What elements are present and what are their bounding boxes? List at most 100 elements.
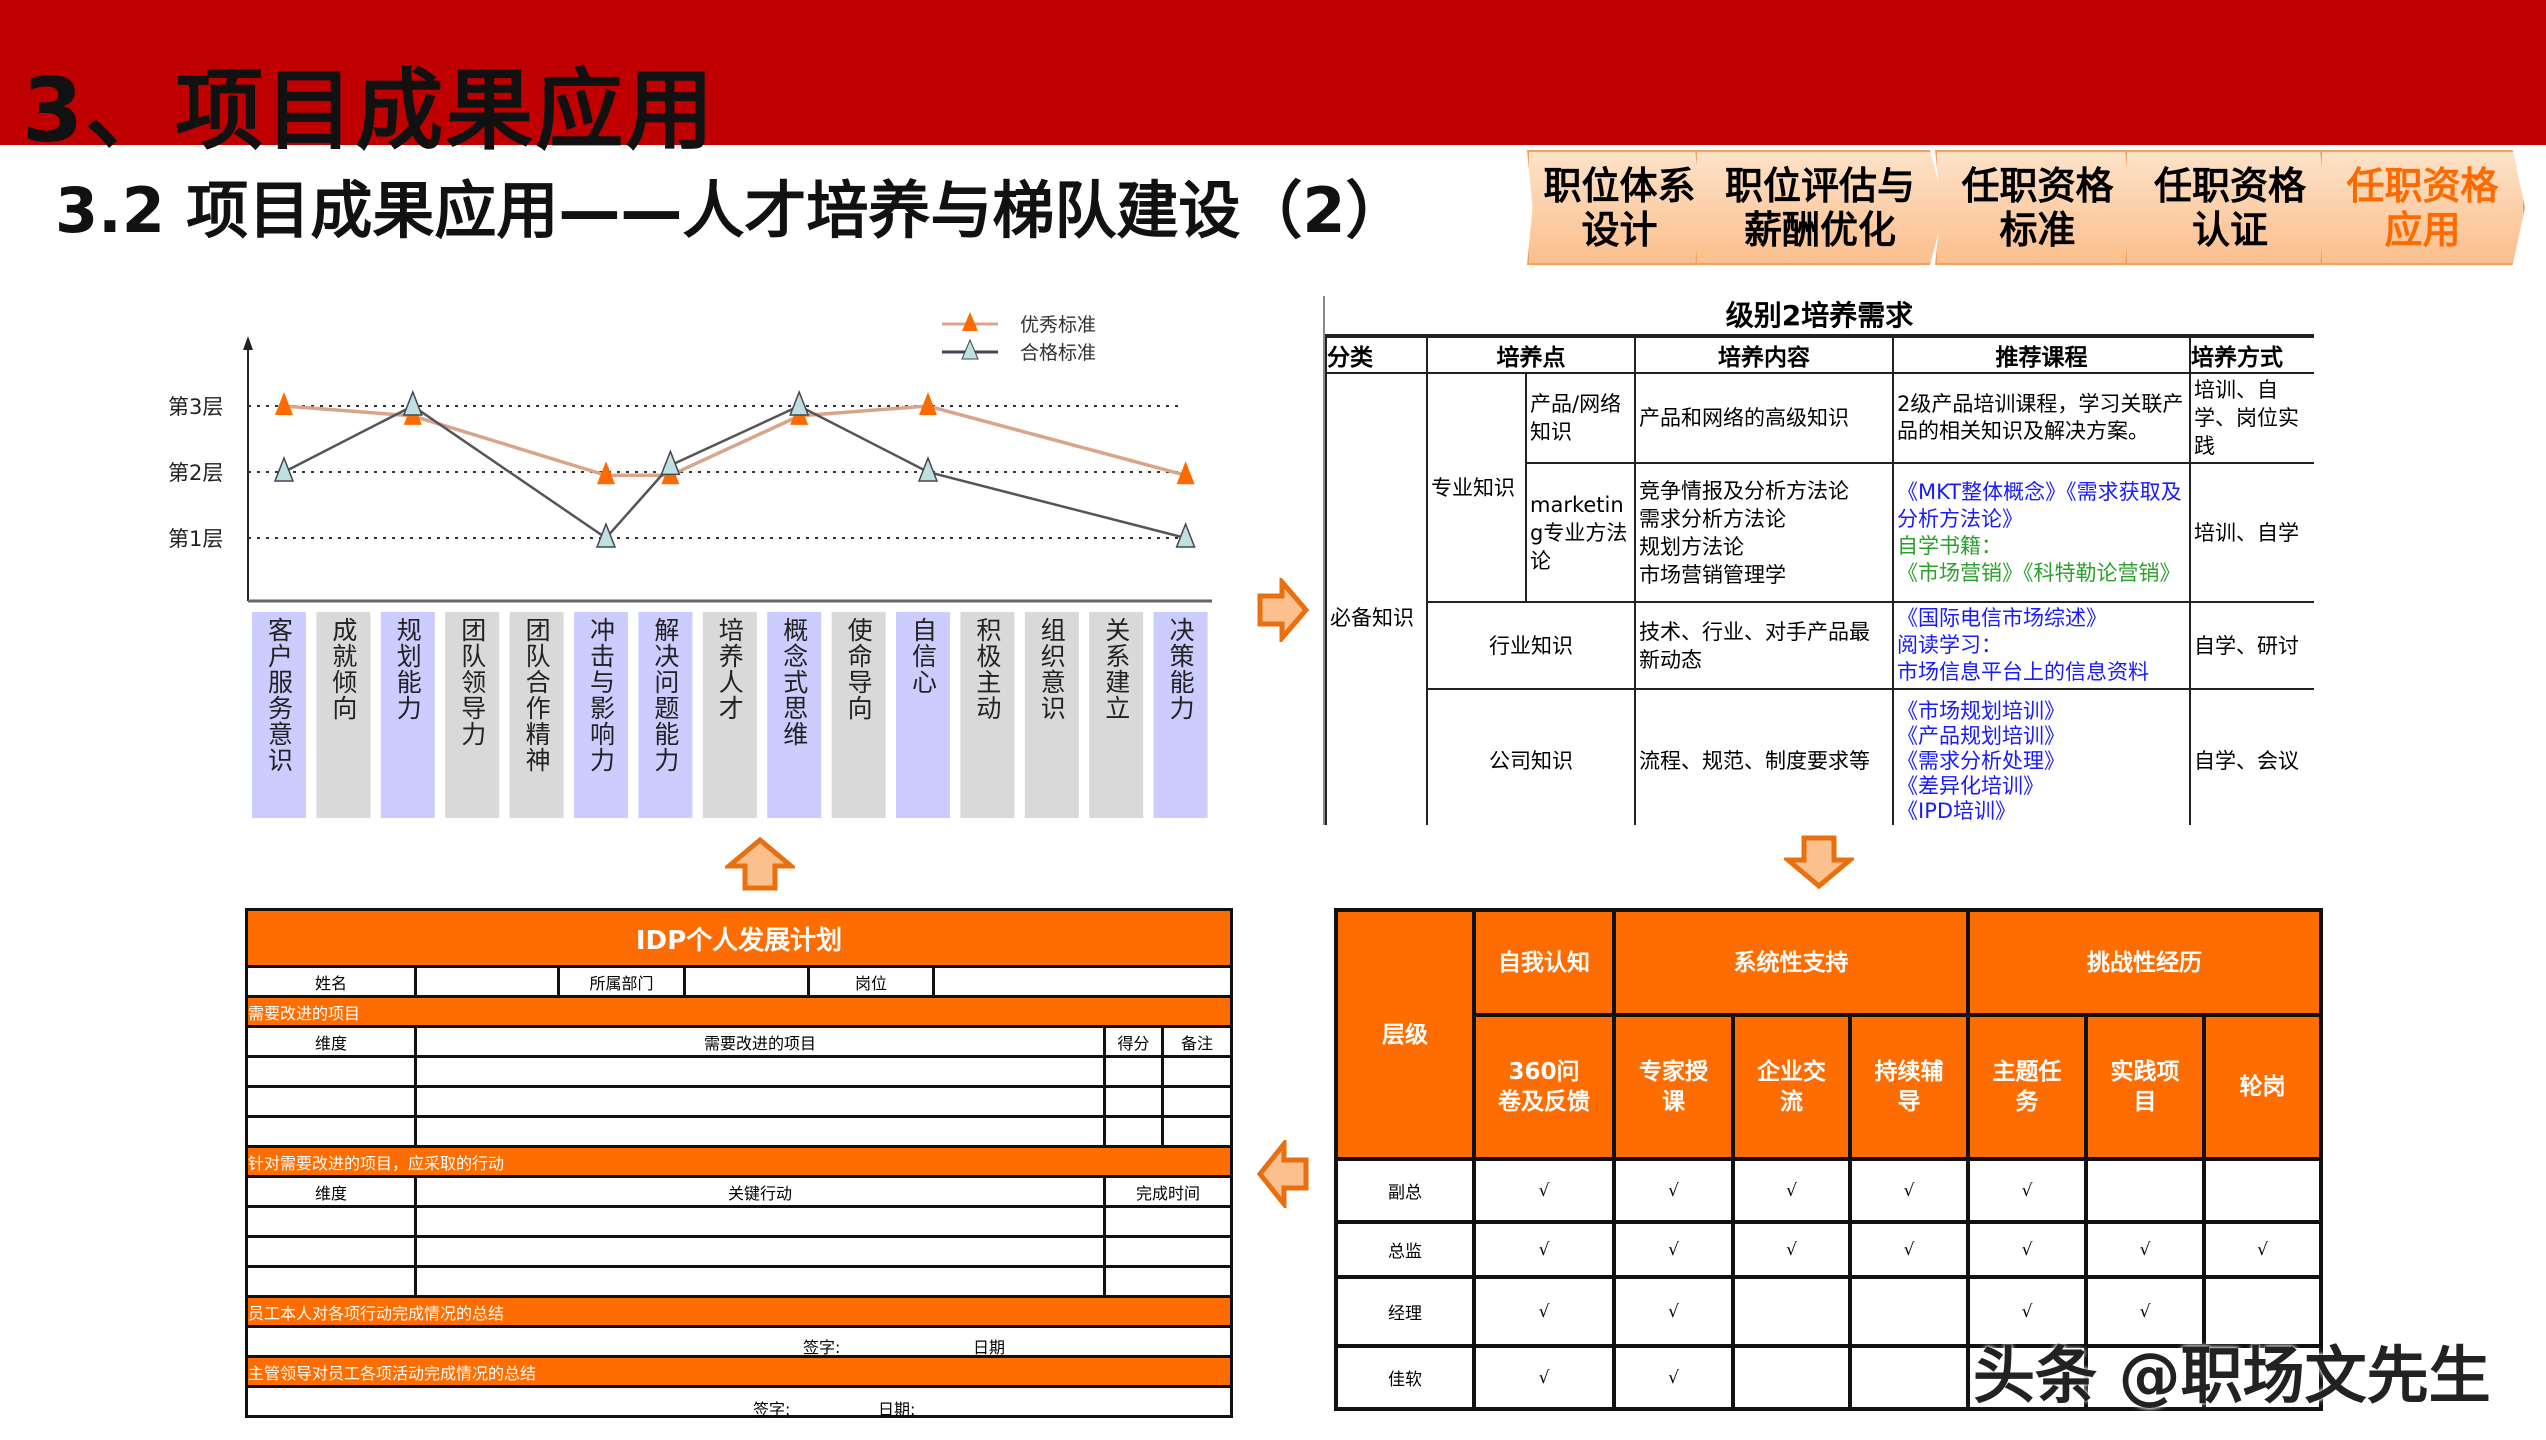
- course-line: 《产品规划培训》: [1897, 723, 2065, 748]
- level-row: 经理√√√√: [1334, 1275, 2324, 1348]
- cell[interactable]: [1160, 1085, 1234, 1118]
- tab-3[interactable]: 任职资格标准: [1935, 150, 2140, 265]
- arrow-up-icon: [725, 836, 795, 891]
- cell[interactable]: [414, 1115, 1106, 1148]
- level-row: 总监√√√√√√√: [1334, 1220, 2324, 1279]
- tab-4[interactable]: 任职资格认证: [2125, 150, 2335, 265]
- dept-field[interactable]: [683, 965, 810, 998]
- requirement-row: marketing专业方法论竞争情报及分析方法论 需求分析方法论 规划方法论 市…: [1326, 462, 2314, 603]
- check-cell: √: [1612, 1344, 1735, 1411]
- data-point-marker: [275, 392, 293, 415]
- check-cell: √: [1847, 1220, 1971, 1279]
- cell[interactable]: [245, 1085, 417, 1118]
- tab-line2: 标准: [1999, 207, 2076, 252]
- category-bar: [316, 612, 371, 818]
- cell[interactable]: [245, 1235, 417, 1268]
- check-mark: √: [2021, 1180, 2033, 1201]
- cell[interactable]: [1103, 1055, 1164, 1088]
- post-field[interactable]: [931, 965, 1234, 998]
- course-line: 《IPD培训》: [1897, 798, 2017, 823]
- courses-cell: 2级产品培训课程，学习关联产品的相关知识及解决方案。: [1892, 372, 2191, 464]
- check-cell: √: [1472, 1275, 1616, 1348]
- cell[interactable]: [1102, 1235, 1234, 1268]
- check-cell: √: [1472, 1344, 1616, 1411]
- check-mark: √: [2257, 1239, 2268, 1260]
- category-label: 自信心: [909, 617, 938, 695]
- point-cell: 产品/网络知识: [1525, 372, 1636, 464]
- column-header: 持续辅导: [1847, 1013, 1971, 1161]
- section-self-summary: 员工本人对各项行动完成情况的总结: [244, 1295, 1234, 1328]
- method-cell: 培训、自学、岗位实践: [2189, 372, 2314, 464]
- check-cell: [1731, 1275, 1852, 1348]
- check-cell: √: [1847, 1157, 1971, 1224]
- level-label: 经理: [1334, 1275, 1476, 1348]
- category-label: 组织意识: [1037, 617, 1066, 721]
- tab-line2: 应用: [2384, 207, 2461, 252]
- cell[interactable]: [414, 1055, 1106, 1088]
- action-row: [245, 1265, 1234, 1298]
- category-label: 客户服务意识: [265, 617, 294, 773]
- category-bar: [702, 612, 757, 818]
- manager-summary-sign[interactable]: 签字:日期:: [244, 1385, 1234, 1419]
- tab-2[interactable]: 职位评估与薪酬优化: [1695, 150, 1945, 265]
- tab-line1: 职位体系: [1543, 163, 1696, 208]
- header-content: 培养内容: [1634, 334, 1894, 374]
- content-cell: 产品和网络的高级知识: [1634, 372, 1894, 464]
- check-mark: √: [1538, 1239, 1550, 1260]
- data-point-marker: [1176, 461, 1195, 485]
- name-label: 姓名: [245, 965, 417, 998]
- cell[interactable]: [1160, 1115, 1234, 1148]
- cell[interactable]: [414, 1265, 1106, 1298]
- watermark: 头条 @职场文先生: [1973, 1339, 2491, 1412]
- course-line: 《差异化培训》: [1897, 773, 2044, 798]
- course-line: 《市场规划培训》: [1897, 698, 2065, 723]
- legend-label: 合格标准: [1020, 342, 1096, 364]
- cell[interactable]: [414, 1205, 1106, 1238]
- tab-line1: 任职资格: [2153, 163, 2306, 208]
- header-courses: 推荐课程: [1892, 334, 2191, 374]
- cell[interactable]: [1103, 1115, 1164, 1148]
- self-summary-sign[interactable]: 签字:日期: [244, 1325, 1234, 1358]
- cell[interactable]: [245, 1115, 417, 1148]
- y-tick-label: 第3层: [168, 395, 223, 419]
- course-line: 《市场营销》《科特勒论营销》: [1897, 560, 2181, 585]
- level-row: 佳软√√: [1334, 1344, 2324, 1411]
- point-cell: marketing专业方法论: [1525, 462, 1636, 603]
- tab-line2: 薪酬优化: [1743, 207, 1896, 252]
- cell[interactable]: [1103, 1085, 1164, 1118]
- page-subtitle: 3.2 项目成果应用——人才培养与梯队建设（2）: [55, 174, 1408, 247]
- category-label-point: 冲击与影响力: [587, 617, 616, 773]
- cell[interactable]: [414, 1085, 1106, 1118]
- category-label-point: 规划能力: [393, 617, 422, 721]
- column-header: 360问卷及反馈: [1472, 1013, 1616, 1161]
- tab-5[interactable]: 任职资格应用: [2320, 150, 2525, 265]
- requirement-row: 行业知识技术、行业、对手产品最新动态《国际电信市场综述》阅读学习：市场信息平台上…: [1326, 601, 2314, 690]
- cell[interactable]: [245, 1055, 417, 1088]
- category-bar: [831, 612, 886, 818]
- cell[interactable]: [1102, 1205, 1234, 1238]
- cell[interactable]: [245, 1265, 417, 1298]
- name-field[interactable]: [414, 965, 560, 998]
- cell[interactable]: [1102, 1265, 1234, 1298]
- check-mark: √: [1786, 1239, 1797, 1260]
- category-label: 团队领导力: [458, 617, 487, 747]
- tab-1[interactable]: 职位体系设计: [1527, 150, 1712, 265]
- category-label-point: 冲击与影响力: [587, 617, 616, 773]
- check-cell: [1847, 1275, 1971, 1348]
- cell[interactable]: [245, 1205, 417, 1238]
- category-label-point: 概念式思维: [780, 617, 809, 747]
- group-challenge: 挑战性经历: [1966, 908, 2324, 1017]
- cell[interactable]: [414, 1235, 1106, 1268]
- check-cell: √: [2084, 1275, 2207, 1348]
- requirement-row: 公司知识流程、规范、制度要求等《市场规划培训》《产品规划培训》《需求分析处理》《…: [1326, 688, 2314, 825]
- category-label-point: 解决问题能力: [651, 617, 680, 773]
- category-label: 成就倾向: [329, 617, 358, 721]
- category-label: 概念式思维: [780, 617, 809, 747]
- column-header: 实践项目: [2084, 1013, 2207, 1161]
- cell[interactable]: [1160, 1055, 1234, 1088]
- category-label-point: 决策能力: [1166, 617, 1195, 721]
- level-header: 层级: [1334, 908, 1476, 1161]
- category-bar: [896, 612, 950, 818]
- category-cell: 必备知识: [1325, 372, 1428, 825]
- check-cell: [1731, 1344, 1852, 1411]
